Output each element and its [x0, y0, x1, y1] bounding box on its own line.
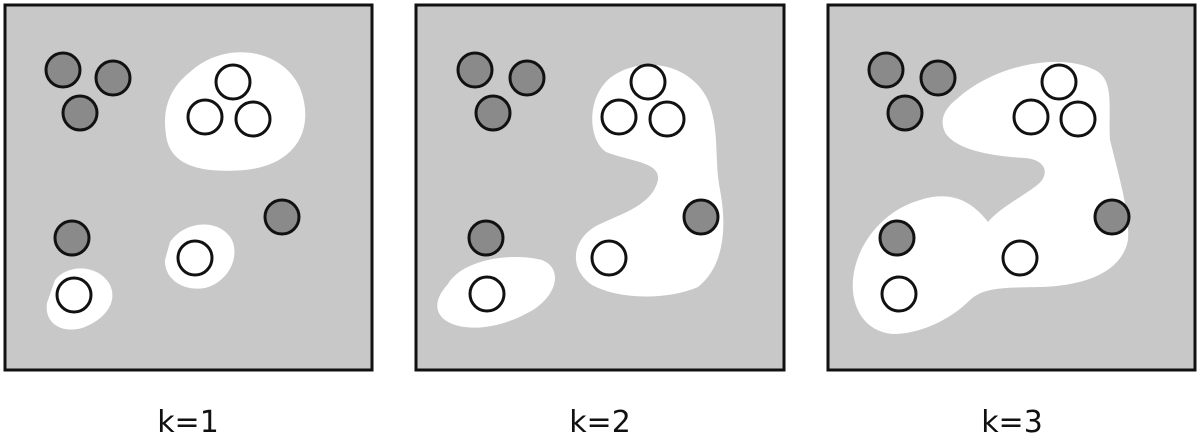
panel-k1: k=1	[3, 3, 374, 440]
panel-k2-point-white	[629, 63, 667, 101]
panel-k1-region-top	[165, 52, 306, 171]
panel-k3-point-white	[880, 275, 918, 313]
panel-k2-point-white	[648, 100, 686, 138]
panel-k3-point-gray	[919, 59, 957, 97]
panel-k2-label: k=2	[569, 405, 631, 440]
panel-k3-point-white	[1012, 98, 1050, 136]
panel-k2-point-gray	[467, 219, 505, 257]
panel-k1-point-gray	[61, 94, 99, 132]
panel-k1-point-white	[176, 239, 214, 277]
panel-k2-point-gray	[474, 94, 512, 132]
panel-k3-point-gray	[1093, 198, 1131, 236]
panel-k2: k=2	[414, 3, 786, 440]
panel-k1-point-white	[186, 98, 224, 136]
panel-k3-point-white	[1001, 239, 1039, 277]
panel-k1-point-white	[234, 100, 272, 138]
panel-k3-point-white	[1040, 63, 1078, 101]
panel-k2-point-gray	[682, 198, 720, 236]
panel-k2-point-white	[600, 98, 638, 136]
panel-k1-point-gray	[44, 51, 82, 89]
panel-k3-point-white	[1059, 100, 1097, 138]
panel-k1-point-gray	[263, 198, 301, 236]
panel-k1-point-gray	[94, 59, 132, 97]
panel-k1-point-white	[55, 276, 93, 314]
panel-k2-point-white	[590, 239, 628, 277]
panel-k1-point-gray	[53, 219, 91, 257]
panel-k3: k=3	[826, 3, 1197, 440]
panel-k2-point-gray	[508, 59, 546, 97]
panel-k1-label: k=1	[157, 405, 219, 440]
panel-k1-point-white	[214, 63, 252, 101]
panel-k3-point-gray	[867, 51, 905, 89]
panel-k2-point-gray	[456, 51, 494, 89]
panel-k2-point-white	[468, 275, 506, 313]
panel-k3-point-gray	[878, 219, 916, 257]
panel-k3-label: k=3	[981, 405, 1043, 440]
panel-k3-region-merged	[852, 61, 1129, 335]
panel-k3-point-gray	[886, 94, 924, 132]
